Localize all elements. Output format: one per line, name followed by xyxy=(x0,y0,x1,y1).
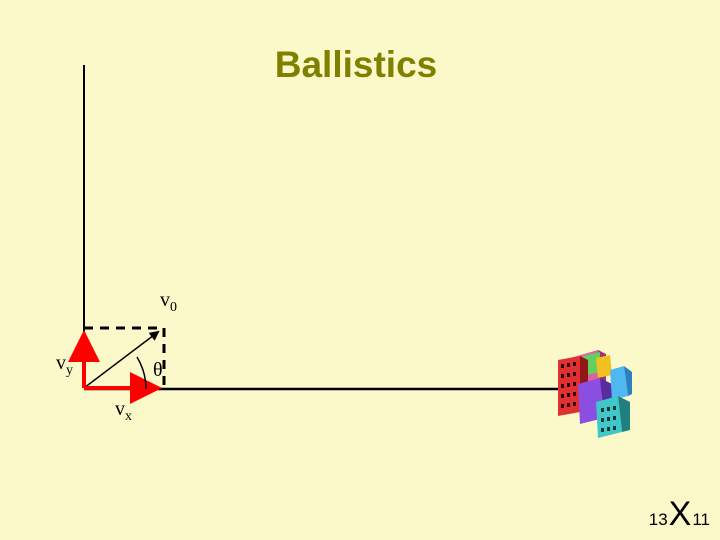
slide-number-right: 11 xyxy=(692,510,710,529)
v0-vector xyxy=(83,330,160,389)
slide-number-left: 13 xyxy=(648,510,668,529)
slide-number: 13 X 11 xyxy=(649,495,710,534)
theta-label: θ xyxy=(153,359,163,381)
slide-number-middle: X xyxy=(668,495,692,533)
theta-arc xyxy=(136,356,147,390)
city-buildings-icon xyxy=(558,350,632,438)
vx-label: vx xyxy=(115,398,132,424)
vy-label: vy xyxy=(56,352,73,378)
slide-title: Ballistics xyxy=(274,44,438,85)
v0-label: v0 xyxy=(160,289,177,315)
